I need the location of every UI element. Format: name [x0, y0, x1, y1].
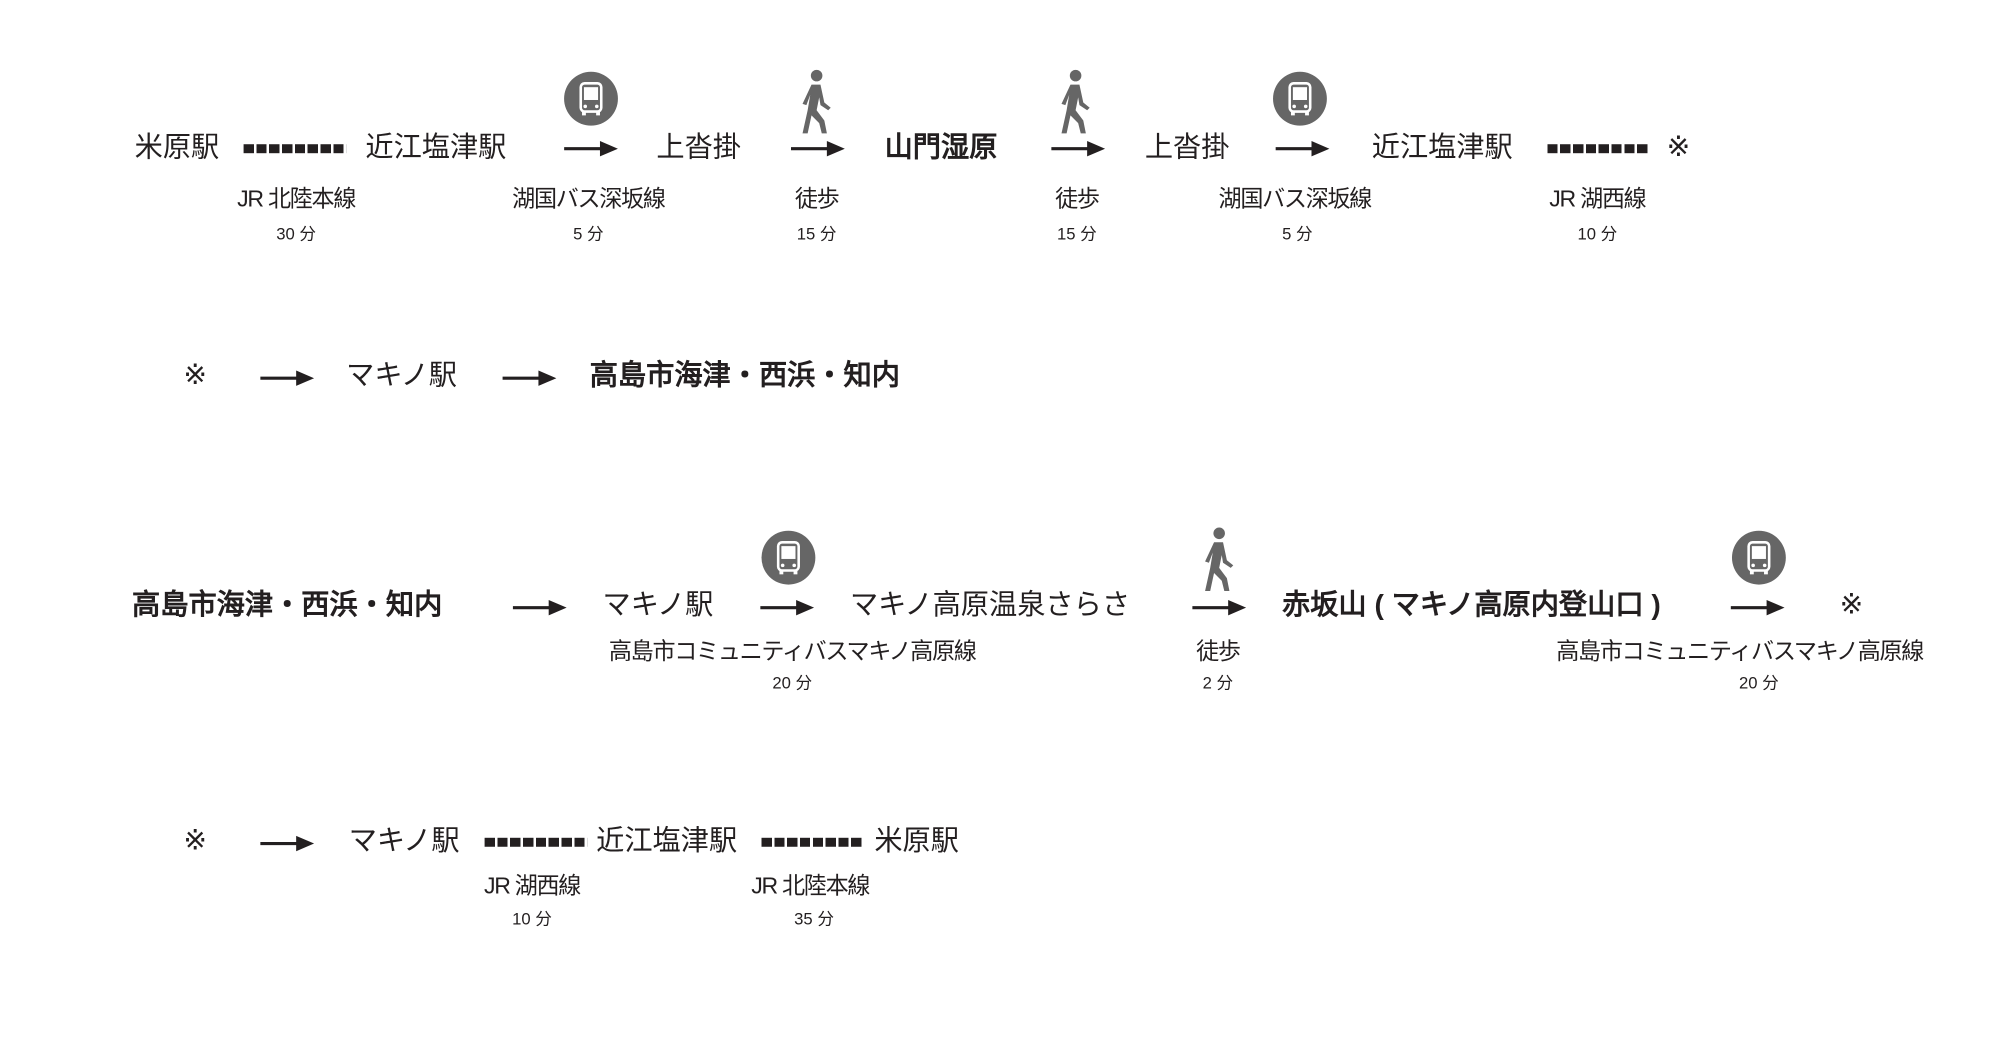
- stop-maibara: 米原駅: [134, 130, 220, 163]
- stop-omi-shiotsu: 近江塩津駅: [596, 824, 738, 857]
- segment-line: JR 北陸本線: [237, 185, 356, 212]
- segment-time: 5 分: [573, 224, 604, 244]
- stop-makino: マキノ駅: [348, 824, 460, 857]
- segment-line: 湖国バス深坂線: [1218, 185, 1373, 212]
- stop-maibara: 米原駅: [874, 824, 959, 857]
- bus-icon: [1731, 530, 1786, 585]
- arrow-icon: [512, 599, 567, 617]
- segment-line: 高島市コミュニティバスマキノ高原線: [1556, 638, 1924, 665]
- walk-icon: [1199, 527, 1237, 594]
- stop-makino: マキノ駅: [602, 588, 714, 621]
- bus-icon: [1273, 71, 1327, 126]
- segment-time: 20 分: [772, 673, 813, 693]
- stop-omi-shiotsu: 近江塩津駅: [1371, 130, 1513, 163]
- segment-line: JR 湖西線: [483, 873, 581, 899]
- segment-time: 35 分: [794, 908, 834, 929]
- stop-makino-kogen-onsen: マキノ高原温泉さらさ: [849, 588, 1131, 621]
- stop-kaizu: 高島市海津・西浜・知内: [132, 588, 443, 621]
- walk-icon: [796, 69, 834, 136]
- segment-line: 高島市コミュニティバスマキノ高原線: [608, 638, 977, 665]
- segment-line: 徒歩: [794, 185, 840, 212]
- segment-time: 20 分: [1738, 673, 1779, 693]
- arrow-icon: [1730, 599, 1785, 617]
- bus-icon: [761, 530, 816, 585]
- destination-kaizu: 高島市海津・西浜・知内: [589, 358, 900, 392]
- segment-time: 5 分: [1282, 224, 1313, 244]
- arrow-icon: [1192, 599, 1247, 617]
- arrow-icon: [1051, 140, 1106, 158]
- continuation-mark: ※: [1839, 588, 1864, 621]
- segment-time: 15 分: [796, 224, 837, 244]
- rail-line: [761, 837, 862, 847]
- segment-line: 徒歩: [1196, 638, 1241, 665]
- segment-time: 2 分: [1202, 673, 1234, 693]
- arrow-icon: [502, 369, 557, 387]
- arrow-icon: [564, 140, 618, 158]
- segment-time: 30 分: [276, 224, 317, 244]
- segment-time: 15 分: [1056, 224, 1097, 244]
- stop-kamikutsukake: 上沓掛: [656, 130, 742, 163]
- segment-line: JR 湖西線: [1549, 185, 1646, 212]
- stop-akasakayama: 赤坂山 ( マキノ高原内登山口 ): [1282, 588, 1661, 621]
- segment-time: 10 分: [512, 908, 552, 929]
- bus-icon: [564, 71, 618, 126]
- rail-line: [484, 837, 588, 847]
- segment-line: 湖国バス深坂線: [512, 185, 666, 212]
- stop-sanmon-shitsugen: 山門湿原: [884, 130, 998, 163]
- segment-line: 徒歩: [1055, 185, 1100, 212]
- arrow-icon: [260, 369, 315, 387]
- stop-omi-shiotsu: 近江塩津駅: [365, 130, 507, 163]
- stop-kamikutsukake: 上沓掛: [1144, 130, 1230, 163]
- arrow-icon: [1275, 140, 1330, 158]
- stop-makino: マキノ駅: [346, 358, 457, 392]
- rail-line: [243, 144, 347, 154]
- continuation-mark: ※: [183, 358, 207, 392]
- arrow-icon: [790, 140, 845, 158]
- segment-time: 10 分: [1577, 224, 1618, 244]
- arrow-icon: [760, 599, 815, 617]
- walk-icon: [1055, 69, 1093, 136]
- rail-line: [1547, 144, 1650, 154]
- continuation-mark: ※: [183, 824, 207, 857]
- segment-line: JR 北陸本線: [751, 873, 870, 899]
- continuation-mark: ※: [1666, 130, 1691, 163]
- arrow-icon: [260, 835, 315, 853]
